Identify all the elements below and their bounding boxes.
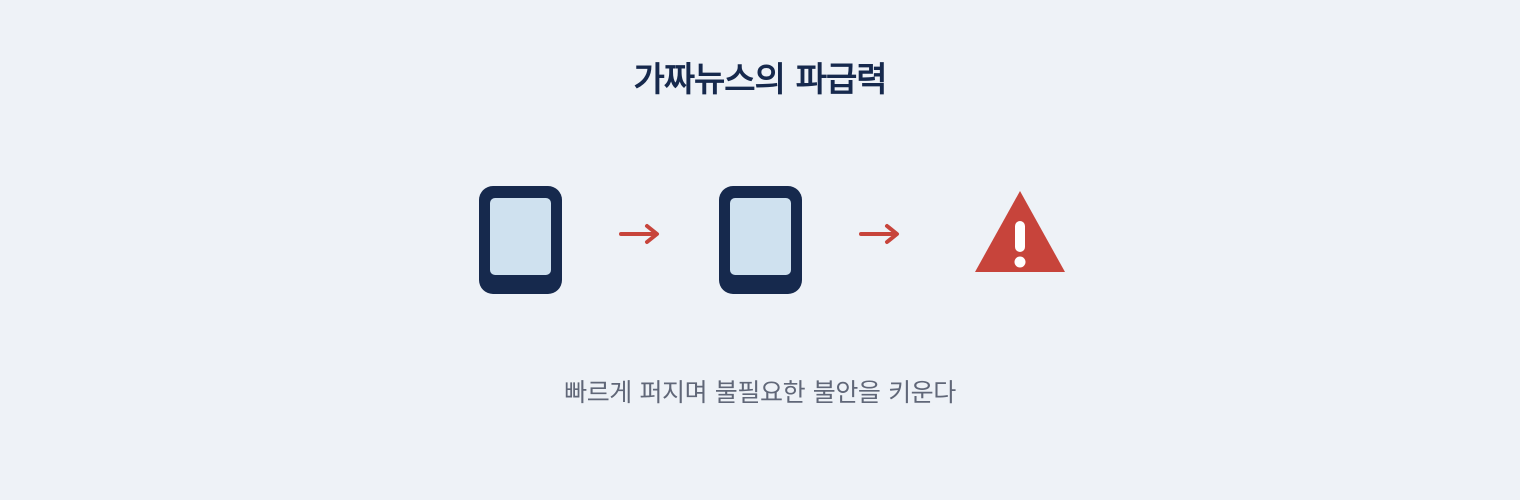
warning-icon [974,191,1066,273]
tablet-icon [479,186,562,294]
arrow-right-icon [618,219,662,249]
tablet-icon [719,186,802,294]
caption-text: 빠르게 퍼지며 불필요한 불안을 키운다 [564,378,956,407]
arrow-right-icon [858,219,902,249]
page-title: 가짜뉴스의 파급력 [633,60,887,100]
